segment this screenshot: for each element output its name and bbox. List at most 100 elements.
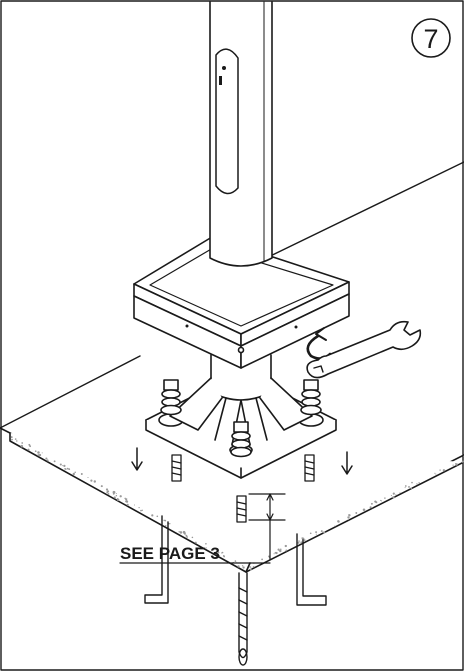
concrete-speckle — [279, 549, 282, 553]
concrete-speckle — [347, 516, 350, 519]
concrete-speckle — [125, 500, 129, 503]
concrete-speckle — [10, 436, 13, 439]
concrete-speckle — [68, 468, 71, 471]
concrete-speckle — [298, 540, 300, 542]
concrete-speckle — [72, 472, 75, 476]
wrench-icon — [306, 320, 422, 379]
concrete-speckle — [252, 566, 255, 568]
floor-back-edge — [257, 161, 464, 263]
concrete-speckle — [115, 494, 118, 497]
concrete-speckle — [404, 485, 407, 487]
concrete-speckle — [273, 553, 275, 555]
concrete-speckle — [442, 469, 446, 472]
concrete-speckle — [320, 530, 323, 533]
concrete-speckle — [392, 492, 395, 495]
concrete-speckle — [29, 445, 31, 448]
concrete-speckle — [28, 449, 30, 451]
concrete-speckle — [297, 541, 300, 544]
concrete-speckle — [107, 493, 110, 495]
concrete-speckle — [435, 473, 437, 475]
nut-washer-right — [300, 379, 322, 416]
concrete-speckle — [237, 565, 240, 568]
concrete-speckle — [62, 465, 64, 467]
concrete-speckle — [241, 565, 244, 567]
concrete-speckle — [186, 536, 189, 538]
concrete-speckle — [234, 560, 237, 562]
concrete-speckle — [191, 536, 194, 539]
concrete-speckle — [41, 452, 43, 454]
concrete-speckle — [64, 468, 66, 470]
pole-display-window — [215, 48, 239, 195]
concrete-speckle — [163, 519, 165, 521]
concrete-speckle — [218, 555, 221, 557]
concrete-speckle — [140, 509, 142, 512]
concrete-speckle — [334, 525, 336, 527]
nut-washer-left — [160, 379, 182, 416]
concrete-speckle — [112, 490, 116, 494]
concrete-speckle — [434, 472, 436, 474]
concrete-speckle — [380, 500, 383, 502]
concrete-speckle — [21, 442, 24, 444]
concrete-speckle — [63, 464, 66, 468]
concrete-speckle — [418, 482, 420, 484]
concrete-speckle — [370, 502, 373, 505]
concrete-speckle — [355, 512, 358, 514]
concrete-speckle — [399, 492, 401, 494]
concrete-speckle — [205, 547, 207, 549]
concrete-speckle — [93, 480, 97, 483]
concrete-speckle — [16, 440, 18, 442]
concrete-speckle — [46, 459, 49, 462]
floor-left-edge — [0, 355, 141, 429]
pole-cover — [133, 236, 350, 369]
concrete-speckle — [348, 514, 351, 517]
see-page-callout: SEE PAGE 3 — [120, 544, 220, 563]
concrete-speckle — [125, 498, 128, 501]
concrete-speckle — [384, 497, 386, 499]
concrete-speckle — [178, 531, 180, 533]
concrete-speckle — [455, 463, 458, 466]
concrete-speckle — [151, 514, 154, 517]
concrete-speckle — [59, 463, 62, 466]
concrete-speckle — [141, 509, 143, 511]
concrete-speckle — [408, 485, 410, 488]
concrete-speckle — [156, 515, 159, 518]
concrete-speckle — [380, 499, 382, 501]
concrete-speckle — [390, 495, 392, 497]
concrete-speckle — [90, 479, 93, 482]
concrete-speckle — [45, 457, 48, 460]
step-number: 7 — [423, 24, 438, 54]
concrete-speckle — [80, 473, 83, 475]
concrete-speckle — [194, 541, 197, 544]
concrete-speckle — [11, 438, 13, 441]
concrete-speckle — [362, 508, 366, 511]
concrete-speckle — [369, 506, 372, 509]
concrete-speckle — [411, 481, 413, 484]
concrete-speckle — [323, 531, 326, 534]
concrete-speckle — [371, 507, 373, 509]
concrete-speckle — [223, 555, 226, 558]
concrete-speckle — [165, 525, 167, 527]
concrete-speckle — [301, 537, 305, 540]
concrete-speckle — [100, 485, 103, 488]
concrete-speckle — [126, 503, 129, 506]
concrete-speckle — [395, 494, 397, 496]
concrete-speckle — [221, 551, 224, 554]
concrete-speckle — [375, 501, 378, 504]
concrete-speckle — [113, 496, 116, 499]
concrete-speckle — [249, 568, 252, 571]
concrete-speckle — [119, 495, 122, 498]
concrete-speckle — [138, 506, 140, 509]
pole — [209, 1, 273, 267]
concrete-speckle — [38, 453, 42, 457]
concrete-speckle — [392, 496, 395, 499]
concrete-speckle — [250, 566, 252, 568]
concrete-speckle — [309, 532, 312, 535]
concrete-speckle — [124, 497, 126, 500]
concrete-speckle — [218, 551, 220, 554]
concrete-speckle — [66, 467, 69, 470]
concrete-speckle — [87, 476, 89, 479]
step-number-circle — [411, 18, 451, 58]
concrete-speckle — [315, 531, 318, 534]
